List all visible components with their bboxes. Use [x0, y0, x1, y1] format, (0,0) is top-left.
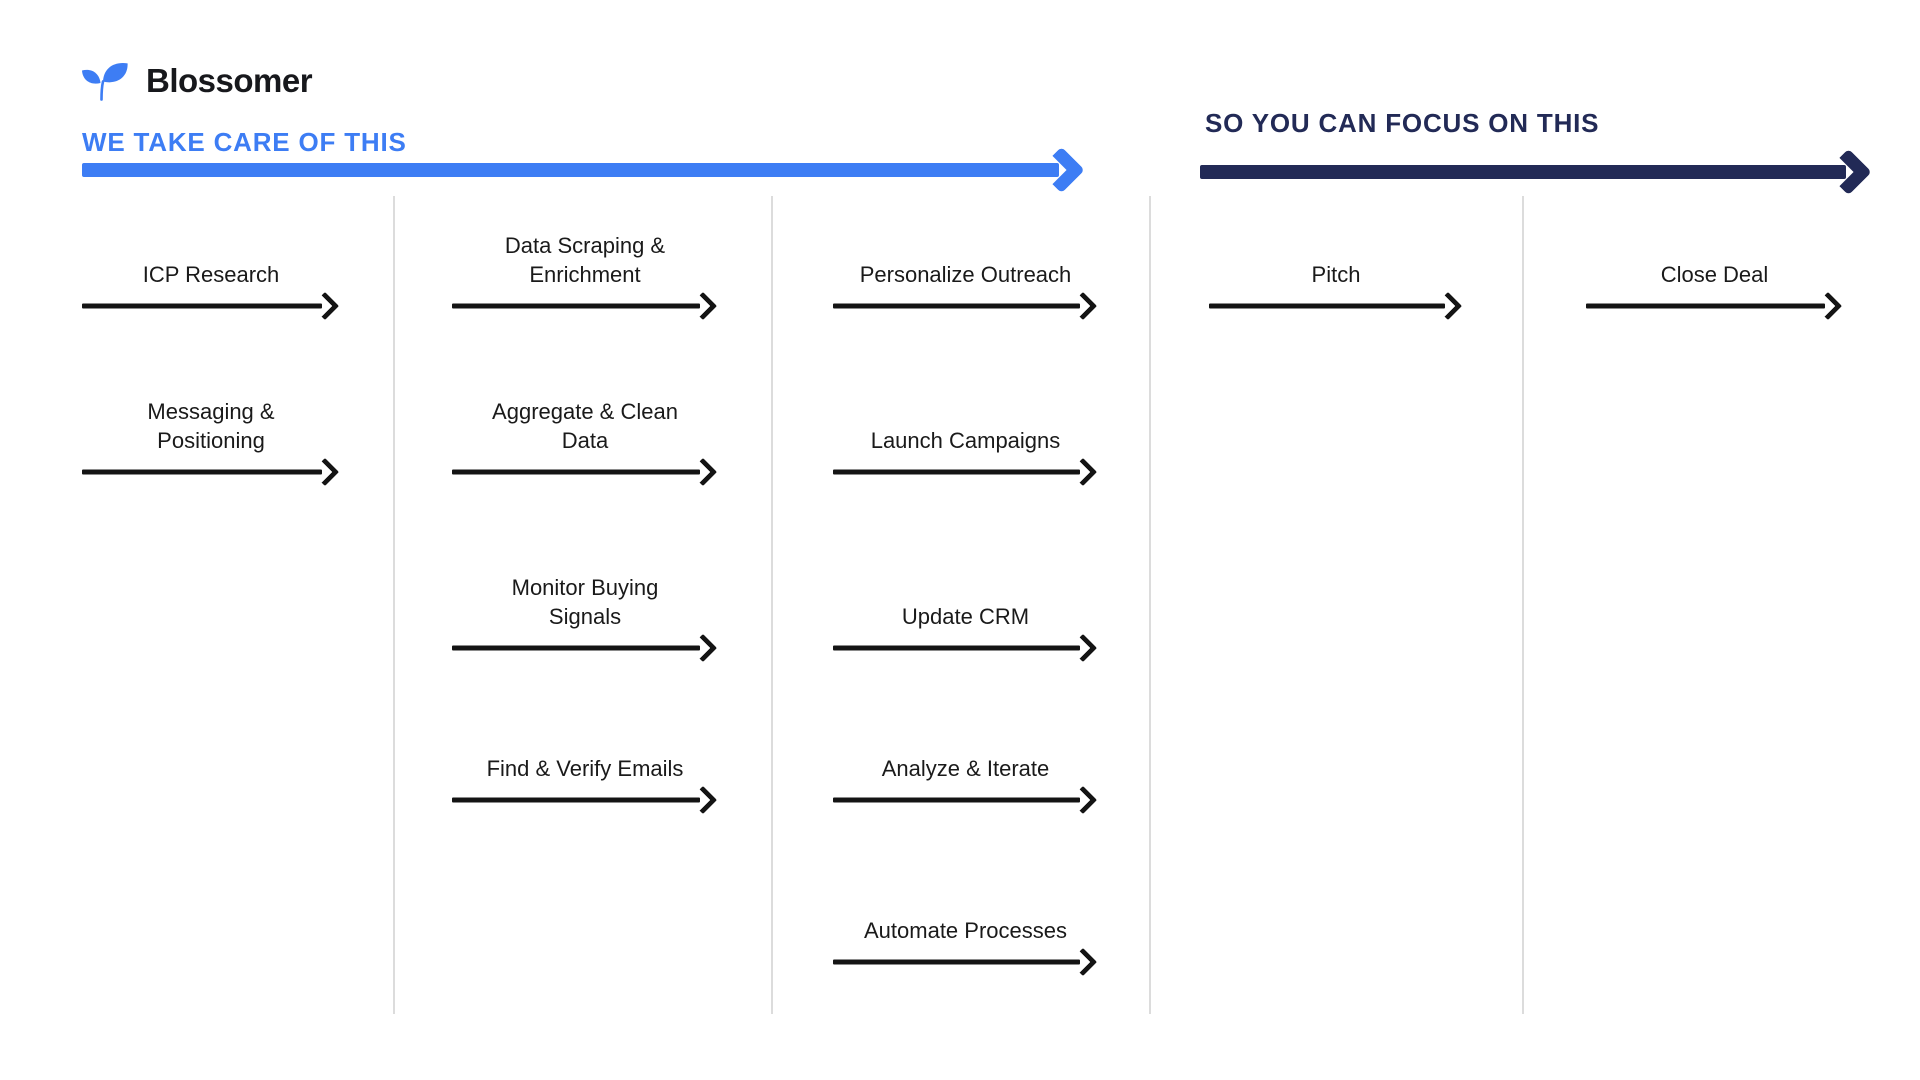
- step-label: ICP Research: [142, 262, 280, 288]
- arrow-right-icon: [82, 291, 340, 321]
- arrow-right-icon: [1586, 291, 1843, 321]
- step-personalize-outreach: Personalize Outreach: [833, 197, 1098, 321]
- step-label: Update CRM: [901, 604, 1030, 630]
- brand-name: Blossomer: [146, 62, 313, 99]
- focus-arrow: [1200, 148, 1872, 196]
- step-close-deal: Close Deal: [1586, 197, 1843, 321]
- step-label: Analyze & Iterate: [881, 756, 1050, 782]
- step-automate-processes: Automate Processes: [833, 853, 1098, 977]
- arrow-right-icon: [833, 457, 1098, 487]
- step-label: Data Scraping & Enrichment: [504, 232, 666, 288]
- step-label: Launch Campaigns: [870, 428, 1061, 454]
- sprout-icon: [82, 63, 128, 101]
- column-divider: [1522, 196, 1524, 1014]
- step-data-scraping-enrichment: Data Scraping & Enrichment: [452, 197, 718, 321]
- step-pitch: Pitch: [1209, 197, 1463, 321]
- step-label: Automate Processes: [864, 918, 1067, 944]
- arrow-right-icon: [833, 633, 1098, 663]
- step-label: Pitch: [1311, 262, 1361, 288]
- arrow-right-icon: [833, 785, 1098, 815]
- arrow-right-icon: [1209, 291, 1463, 321]
- arrow-right-icon: [82, 457, 340, 487]
- column-divider: [1149, 196, 1151, 1014]
- step-monitor-buying-signals: Monitor Buying Signals: [452, 539, 718, 663]
- arrow-right-icon: [452, 291, 718, 321]
- we-take-care-arrow: [82, 146, 1085, 194]
- column-divider: [771, 196, 773, 1014]
- brand-logo: Blossomer: [80, 60, 313, 102]
- step-label: Aggregate & Clean Data: [492, 398, 678, 454]
- step-label: Messaging & Positioning: [147, 398, 275, 454]
- step-update-crm: Update CRM: [833, 539, 1098, 663]
- column-divider: [393, 196, 395, 1014]
- step-analyze-iterate: Analyze & Iterate: [833, 691, 1098, 815]
- section-title-focus: SO YOU CAN FOCUS ON THIS: [1205, 108, 1600, 138]
- step-label: Personalize Outreach: [859, 262, 1072, 288]
- step-label: Close Deal: [1660, 262, 1769, 288]
- step-launch-campaigns: Launch Campaigns: [833, 363, 1098, 487]
- arrow-right-icon: [452, 633, 718, 663]
- step-aggregate-clean-data: Aggregate & Clean Data: [452, 363, 718, 487]
- step-icp-research: ICP Research: [82, 197, 340, 321]
- arrow-right-icon: [833, 291, 1098, 321]
- step-find-verify-emails: Find & Verify Emails: [452, 691, 718, 815]
- step-messaging-positioning: Messaging & Positioning: [82, 363, 340, 487]
- step-label: Monitor Buying Signals: [511, 574, 659, 630]
- arrow-right-icon: [452, 457, 718, 487]
- arrow-right-icon: [833, 947, 1098, 977]
- step-label: Find & Verify Emails: [486, 756, 684, 782]
- arrow-right-icon: [452, 785, 718, 815]
